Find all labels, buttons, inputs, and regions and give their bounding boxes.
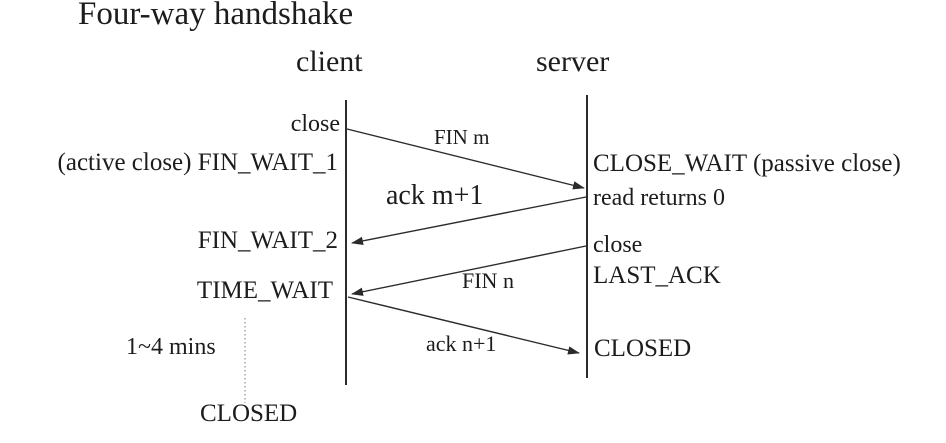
ack-m-plus-1-arrow — [351, 196, 587, 245]
server-actor-label: server — [536, 45, 610, 78]
ack-m-plus-1-message-label: ack m+1 — [386, 180, 484, 211]
diagram-title: Four-way handshake — [78, 0, 354, 32]
client-closed-state-label: CLOSED — [200, 400, 298, 427]
client-time-wait-state-label: TIME_WAIT — [196, 277, 333, 304]
fin-m-arrow — [346, 128, 585, 190]
server-close-action-label: close — [593, 232, 643, 258]
server-closed-state-label: CLOSED — [594, 335, 692, 362]
server-read-returns-0-label: read returns 0 — [593, 185, 725, 211]
fin-m-message-label: FIN m — [434, 125, 490, 149]
time-wait-duration-label: 1~4 mins — [126, 334, 216, 360]
client-close-action-label: close — [290, 111, 340, 137]
fin-n-message-label: FIN n — [462, 268, 514, 293]
client-fin-wait-1-state-label: (active close) FIN_WAIT_1 — [57, 149, 338, 176]
ack-n-plus-1-arrow — [347, 296, 580, 355]
client-fin-wait-2-state-label: FIN_WAIT_2 — [197, 227, 338, 254]
fin-n-arrow — [351, 245, 587, 296]
ack-n-plus-1-message-label: ack n+1 — [426, 331, 497, 356]
server-last-ack-state-label: LAST_ACK — [593, 262, 721, 289]
server-close-wait-state-label: CLOSE_WAIT (passive close) — [593, 150, 901, 177]
client-actor-label: client — [296, 45, 363, 78]
